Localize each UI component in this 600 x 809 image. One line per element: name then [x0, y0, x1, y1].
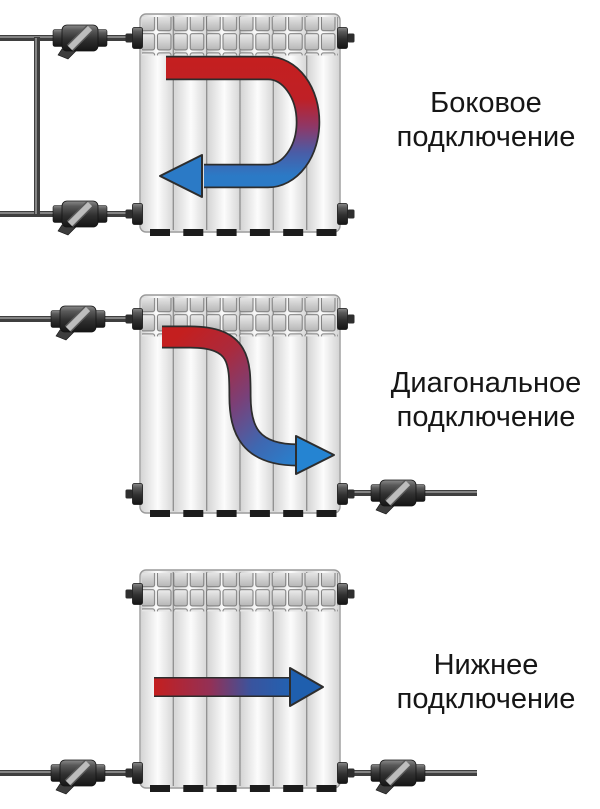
bottom-left-plug	[125, 483, 143, 505]
return-valve	[371, 760, 425, 794]
supply-valve	[53, 25, 107, 59]
label-line: подключение	[396, 401, 576, 433]
label-diagonal-connection: Диагональное подключение	[372, 366, 600, 434]
inlet-fitting	[125, 762, 143, 784]
top-right-plug	[337, 583, 355, 605]
outlet-fitting	[337, 762, 355, 784]
supply-pipes	[0, 35, 135, 217]
inlet-fitting	[125, 308, 143, 330]
outlet-fitting	[125, 203, 143, 225]
outlet-fitting	[337, 483, 355, 505]
label-line: подключение	[396, 683, 576, 715]
label-line: Диагональное	[390, 367, 582, 399]
arrowhead-right	[295, 435, 335, 475]
arrowhead-left	[159, 154, 203, 198]
flow-arrow-straight	[154, 667, 324, 707]
supply-valve	[51, 306, 105, 340]
arrowhead-right	[289, 667, 324, 707]
bottom-right-plug	[337, 203, 355, 225]
top-right-plug	[337, 27, 355, 49]
diagram-bottom-connection	[0, 569, 477, 794]
label-side-connection: Боковое подключение	[372, 86, 600, 154]
inlet-fitting	[125, 27, 143, 49]
return-valve	[371, 480, 425, 514]
label-line: подключение	[396, 121, 576, 153]
supply-valve	[51, 760, 105, 794]
top-right-plug	[337, 308, 355, 330]
label-bottom-connection: Нижнее подключение	[372, 648, 600, 716]
flow-arrow-u-turn	[159, 55, 321, 198]
return-valve	[53, 201, 107, 235]
diagram-diagonal-connection	[0, 294, 477, 517]
top-left-plug	[125, 583, 143, 605]
diagram-side-connection	[0, 13, 355, 236]
label-line: Боковое	[430, 87, 542, 119]
flow-arrow-diagonal	[162, 325, 335, 475]
label-line: Нижнее	[433, 649, 539, 681]
